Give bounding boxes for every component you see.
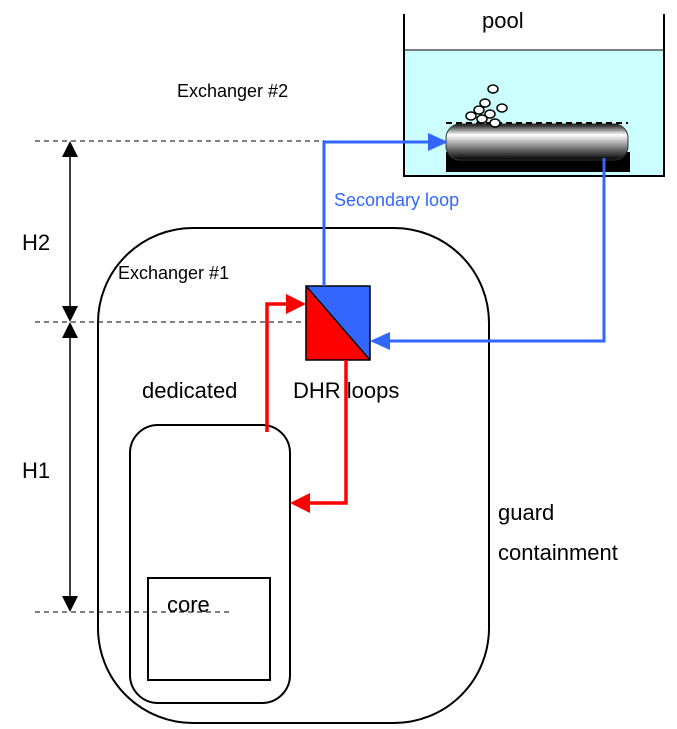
pool-tank [403, 14, 665, 177]
bubble [496, 103, 508, 113]
containment-label: containment [498, 540, 618, 565]
h2-label: H2 [22, 230, 50, 255]
bubble [476, 114, 488, 124]
bubble [487, 84, 499, 94]
core-label: core [167, 592, 210, 617]
dhr-loop-arrowhead-vessel [290, 493, 310, 513]
h2-arrowhead-top [62, 141, 78, 157]
core-box [147, 577, 271, 681]
dedicated-label: dedicated [142, 378, 237, 403]
dhr-loops-label: DHR loops [293, 378, 399, 403]
bubble [484, 109, 496, 119]
exchanger-2-tube [445, 123, 629, 161]
exchanger-1-label: Exchanger #1 [118, 263, 229, 283]
dhr-loop-up [265, 302, 292, 432]
secondary-loop-return [384, 158, 606, 343]
h2-arrowhead-bottom [62, 306, 78, 322]
pool-label: pool [482, 8, 524, 33]
secondary-loop-arrowhead-pool [428, 133, 448, 151]
guard-label: guard [498, 500, 554, 525]
guard-containment-vessel [97, 227, 490, 724]
exchanger-1-box [305, 285, 371, 361]
bubble [473, 105, 485, 115]
h1-arrowhead-top [62, 322, 78, 338]
dhr-loop-arrowhead-exchanger [286, 294, 306, 314]
secondary-loop-up [322, 140, 436, 286]
exchanger-2-label: Exchanger #2 [177, 81, 288, 101]
exchanger-1-diagonal [305, 285, 371, 361]
bubble [489, 118, 501, 128]
bubble [479, 98, 491, 108]
h1-label: H1 [22, 458, 50, 483]
reactor-vessel [129, 424, 291, 704]
bubble [465, 111, 477, 121]
dhr-loop-down [304, 360, 348, 505]
secondary-loop-label: Secondary loop [334, 190, 459, 210]
secondary-loop-arrowhead-exchanger [370, 332, 390, 350]
bubbles [465, 84, 508, 128]
h1-arrowhead-bottom [62, 596, 78, 612]
